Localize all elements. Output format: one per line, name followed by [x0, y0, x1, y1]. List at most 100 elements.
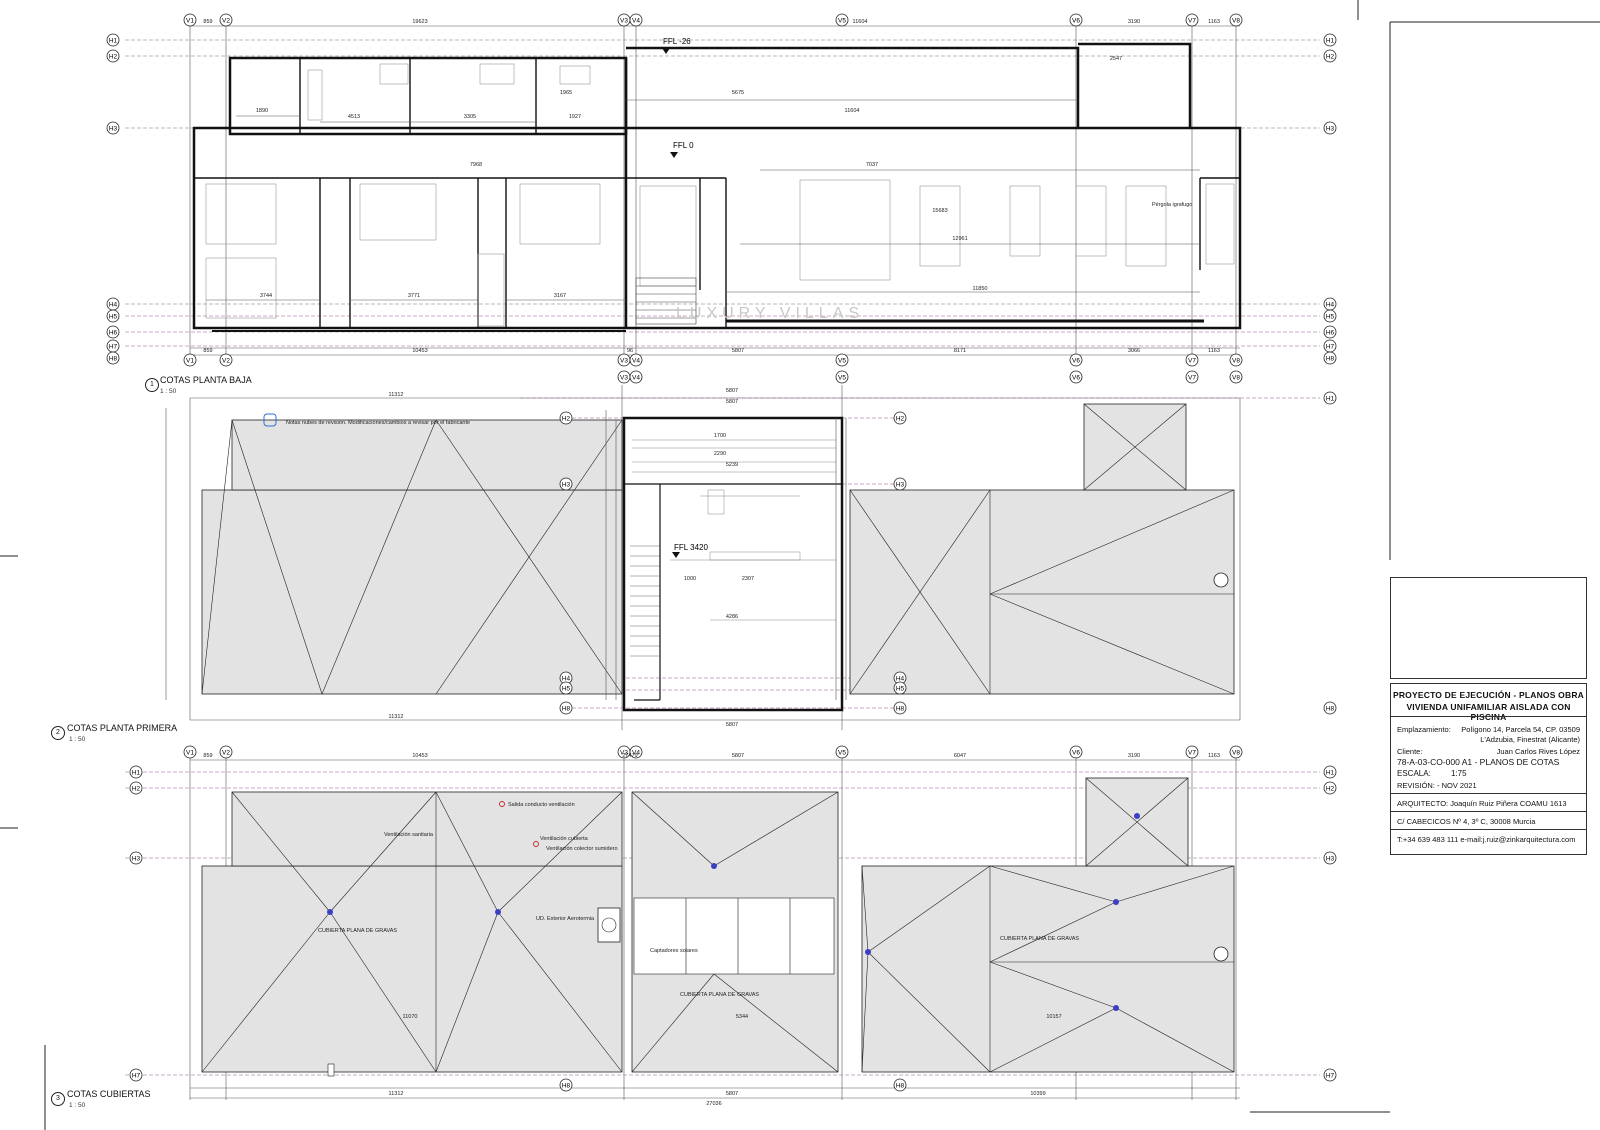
grid-bubble-v4: V4 [629, 370, 643, 384]
svg-text:H3: H3 [1326, 126, 1335, 133]
revision: REVISIÓN: - NOV 2021 [1397, 781, 1477, 790]
grid-bubble-h5: H5 [1323, 309, 1337, 323]
grid-bubble-v8: V8 [1229, 370, 1243, 384]
dim-ground-bottom: 8171 [954, 348, 966, 354]
dim-ground-bottom: 96 [627, 348, 633, 354]
dim-room: 12961 [952, 236, 967, 242]
svg-text:V1: V1 [186, 358, 194, 365]
svg-text:H4: H4 [109, 302, 118, 309]
dim-room: 1927 [569, 114, 581, 120]
svg-text:H6: H6 [1326, 330, 1335, 337]
ffl-first-label: FFL 3420 [674, 543, 708, 552]
grid-bubble-h5: H5 [893, 681, 907, 695]
grid-bubble-v5: V5 [835, 13, 849, 27]
location-line-2: L'Adzubia, Finestrat (Alicante) [1480, 735, 1580, 744]
grid-bubble-v4: V4 [629, 13, 643, 27]
dim-room: 4286 [726, 614, 738, 620]
grid-bubble-h3: H3 [1323, 851, 1337, 865]
note-roof-a: Salida conducto ventilación [508, 802, 575, 808]
svg-text:H2: H2 [1326, 786, 1335, 793]
client-name: Juan Carlos Rives López [1496, 747, 1580, 756]
svg-text:H3: H3 [562, 482, 571, 489]
note-review: Notas nubes de revisión. Modificaciones/… [286, 420, 470, 426]
dim-roof-bottom: 11312 [389, 1091, 404, 1097]
svg-text:H7: H7 [1326, 344, 1335, 351]
title-block-heading-1: PROYECTO DE EJECUCIÓN - PLANOS OBRA [1392, 690, 1585, 700]
dim-room: 10157 [1046, 1014, 1061, 1020]
svg-text:H8: H8 [562, 1083, 571, 1090]
dim-roof-top: 27479 [622, 753, 637, 759]
grid-bubble-h2: H2 [1323, 781, 1337, 795]
svg-text:H8: H8 [896, 706, 905, 713]
svg-text:V6: V6 [1072, 375, 1080, 382]
svg-text:V7: V7 [1188, 750, 1196, 757]
svg-text:V1: V1 [186, 18, 194, 25]
view-number-3: 3 [51, 1092, 65, 1106]
dim-first-bottom: 5807 [726, 722, 738, 728]
grid-bubble-v7: V7 [1185, 745, 1199, 759]
dim-room: 2290 [714, 451, 726, 457]
svg-text:H3: H3 [896, 482, 905, 489]
note-roof-gravel-c: CUBIERTA PLANA DE GRAVAS [1000, 936, 1079, 942]
note-roof-d: Ventilación colector sumidero [546, 846, 618, 852]
dim-roof-bottom: 10399 [1030, 1091, 1045, 1097]
drawing-number: 78-A-03-CO-000 A1 - PLANOS DE COTAS [1397, 757, 1560, 767]
svg-text:H5: H5 [109, 314, 118, 321]
view-number-2: 2 [51, 726, 65, 740]
dim-roof-top: 3190 [1128, 753, 1140, 759]
grid-bubble-v3: V3 [617, 370, 631, 384]
dim-roof-top: 1163 [1208, 753, 1220, 759]
dim-first-top: 5807 [726, 399, 738, 405]
dim-room: 7037 [866, 162, 878, 168]
svg-text:H8: H8 [562, 706, 571, 713]
svg-text:H4: H4 [1326, 302, 1335, 309]
svg-text:H2: H2 [132, 786, 141, 793]
ffl-markers: FFL -26 FFL 0 FFL 3420 [662, 37, 708, 558]
svg-text:H8: H8 [1326, 356, 1335, 363]
dim-room: 1890 [256, 108, 268, 114]
grid-bubble-v4: V4 [629, 745, 643, 759]
title-block-empty-frame [1390, 577, 1587, 679]
watermark: LUXURY VILLAS [676, 305, 864, 322]
grid-bubble-v1: V1 [183, 353, 197, 367]
svg-text:H7: H7 [132, 1073, 141, 1080]
grid-bubble-v5: V5 [835, 353, 849, 367]
dim-ground-bottom: 10453 [412, 348, 427, 354]
dim-first-bottom: 11312 [389, 392, 404, 398]
dim-room: 2307 [742, 576, 754, 582]
grid-bubble-v5: V5 [835, 370, 849, 384]
dim-room: 3167 [554, 293, 566, 299]
note-roof-b: Ventilación sanitaria [384, 832, 434, 838]
dim-room: 5675 [732, 90, 744, 96]
dim-room: 1700 [714, 433, 726, 439]
grid-bubble-v7: V7 [1185, 370, 1199, 384]
dim-room: 11070 [403, 1014, 418, 1020]
svg-text:H7: H7 [109, 344, 118, 351]
dim-room: 4513 [348, 114, 360, 120]
scale-label: ESCALA: [1397, 769, 1431, 778]
dim-room: 5239 [726, 462, 738, 468]
svg-text:V7: V7 [1188, 375, 1196, 382]
svg-text:H2: H2 [1326, 54, 1335, 61]
note-pergola: Pérgola igrafugo [1152, 202, 1192, 208]
dim-ground-top: 11604 [853, 19, 868, 25]
grid-bubble-h6: H6 [106, 325, 120, 339]
svg-text:V5: V5 [838, 18, 846, 25]
dim-ground-top: 1163 [1208, 19, 1220, 25]
svg-text:V3: V3 [620, 18, 628, 25]
grid-bubble-h8: H8 [559, 1078, 573, 1092]
note-roof-c: Ventilación cubierta [540, 836, 589, 842]
grid-bubble-h1: H1 [1323, 391, 1337, 405]
grid-bubble-h5: H5 [106, 309, 120, 323]
svg-text:H5: H5 [1326, 314, 1335, 321]
svg-text:H1: H1 [1326, 396, 1335, 403]
svg-text:V4: V4 [632, 750, 640, 757]
title-block-heading-2: VIVIENDA UNIFAMILIAR AISLADA CON PISCINA [1406, 702, 1571, 722]
dim-ground-top: 859 [203, 19, 212, 25]
grid-bubble-h8: H8 [559, 701, 573, 715]
svg-text:V4: V4 [632, 358, 640, 365]
grid-bubble-v8: V8 [1229, 13, 1243, 27]
